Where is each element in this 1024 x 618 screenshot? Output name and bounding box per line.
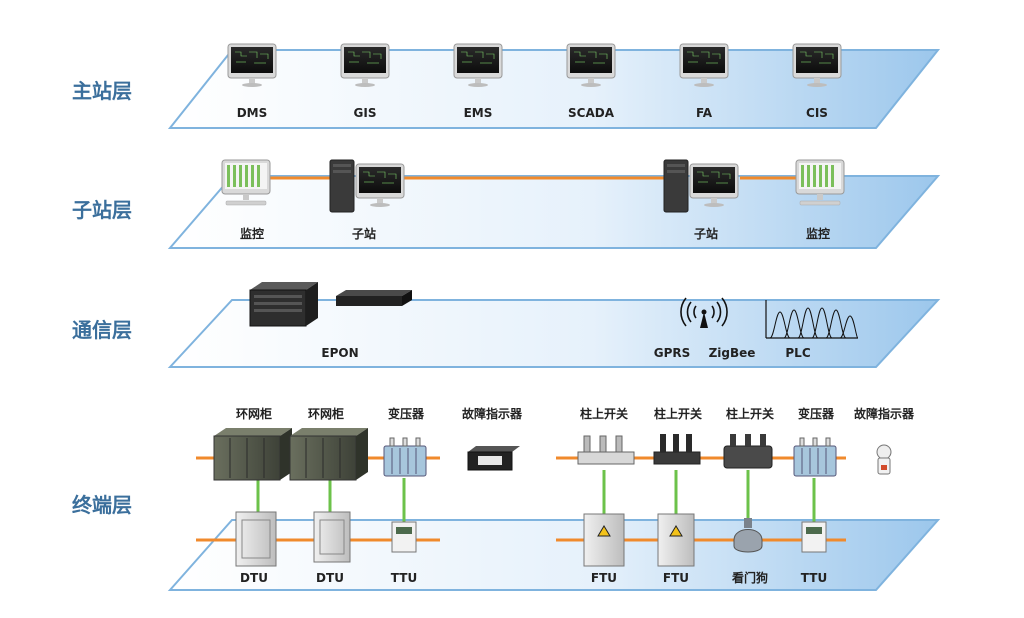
dtu-cabinet-icon — [235, 511, 277, 567]
master-item-fa: FA — [696, 106, 713, 120]
ring-main-unit-icon — [289, 428, 368, 481]
server-tower-icon — [663, 159, 689, 213]
layer-label-terminal: 终端层 — [72, 493, 132, 517]
transformer-icon — [383, 437, 427, 477]
layer-label-substation: 子站层 — [72, 198, 132, 222]
master-item-scada: SCADA — [568, 106, 615, 120]
plc-waveform-icon — [765, 300, 859, 339]
dtu-cabinet-icon — [313, 511, 351, 563]
terminal-top-label: 故障指示器 — [462, 406, 523, 421]
epon-switch-icon — [249, 282, 318, 327]
fault-indicator-icon — [876, 444, 892, 475]
wireless-antenna-icon — [680, 297, 728, 328]
server-tower-icon — [329, 159, 355, 213]
comm-plc-label: PLC — [785, 346, 810, 360]
terminal-top-label: 柱上开关 — [654, 406, 702, 421]
terminal-top-label: 环网柜 — [236, 406, 272, 421]
master-item-ems: EMS — [464, 106, 493, 120]
terminal-bottom-label: DTU — [240, 571, 268, 585]
ttu-meter-icon — [801, 521, 827, 553]
comm-zigbee-label: ZigBee — [709, 346, 756, 360]
terminal-top-label: 柱上开关 — [580, 406, 628, 421]
master-item-gis: GIS — [354, 106, 377, 120]
terminal-bottom-label: TTU — [391, 571, 417, 585]
ring-main-unit-icon — [213, 428, 292, 481]
terminal-top-label: 柱上开关 — [726, 406, 774, 421]
terminal-bottom-label: 看门狗 — [732, 570, 768, 585]
ftu-cabinet-icon — [583, 513, 625, 567]
pole-switch-icon — [653, 434, 701, 465]
substation-left-monitor: 监控 — [240, 226, 264, 241]
terminal-bottom-label: FTU — [663, 571, 689, 585]
terminal-bottom-label: FTU — [591, 571, 617, 585]
fault-indicator-icon — [467, 446, 520, 471]
substation-right-monitor: 监控 — [806, 226, 830, 241]
onu-device-icon — [336, 290, 412, 306]
master-item-cis: CIS — [806, 106, 828, 120]
terminal-bottom-label: TTU — [801, 571, 827, 585]
watchdog-device-icon — [733, 518, 763, 553]
terminal-bottom-label: DTU — [316, 571, 344, 585]
ttu-meter-icon — [391, 521, 417, 553]
substation-left-station: 子站 — [352, 226, 376, 241]
ftu-cabinet-icon — [657, 513, 695, 567]
terminal-top-label: 环网柜 — [308, 406, 344, 421]
layer-label-communication: 通信层 — [72, 318, 132, 342]
terminal-top-label: 变压器 — [798, 406, 835, 421]
terminal-top-label: 变压器 — [388, 406, 425, 421]
terminal-top-label: 故障指示器 — [854, 406, 915, 421]
comm-epon-label: EPON — [321, 346, 358, 360]
transformer-icon — [793, 437, 837, 477]
pole-switch-icon — [723, 434, 773, 469]
comm-gprs-label: GPRS — [654, 346, 691, 360]
pole-switch-icon — [577, 435, 635, 465]
substation-right-station: 子站 — [694, 226, 718, 241]
communication-plate — [167, 299, 941, 368]
layer-label-master: 主站层 — [72, 79, 132, 103]
green-links — [256, 470, 816, 522]
master-item-dms: DMS — [237, 106, 268, 120]
